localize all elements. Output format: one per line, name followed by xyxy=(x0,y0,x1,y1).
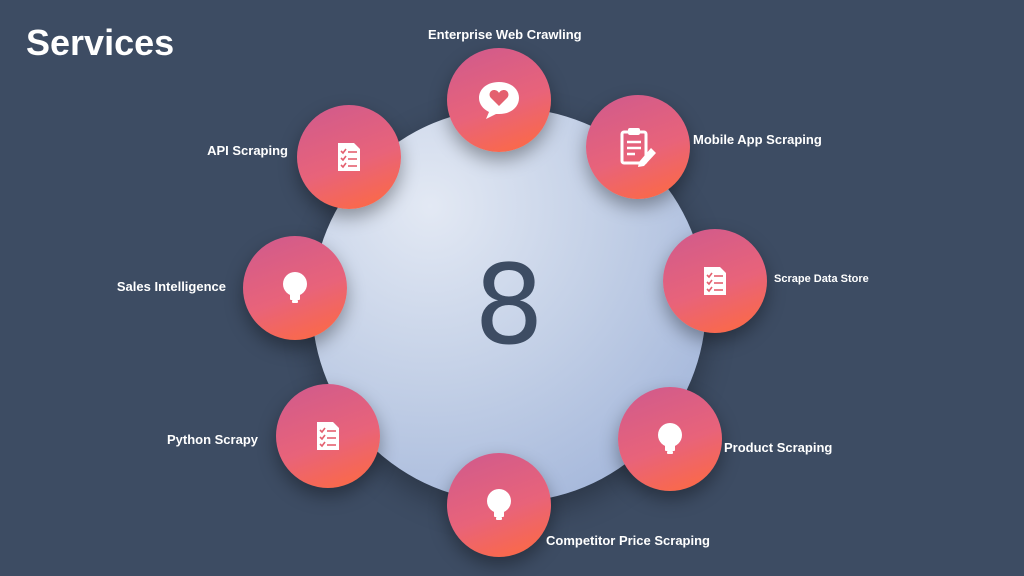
label-sales-intelligence: Sales Intelligence xyxy=(116,279,226,294)
label-product-scraping: Product Scraping xyxy=(724,440,833,455)
label-python-scrapy: Python Scrapy xyxy=(166,432,258,447)
node-sales-intelligence[interactable] xyxy=(243,236,347,340)
node-enterprise-web-crawling[interactable] xyxy=(447,48,551,152)
lightbulb-icon xyxy=(281,271,309,305)
label-mobile-app-scraping: Mobile App Scraping xyxy=(693,132,822,147)
lightbulb-icon xyxy=(485,488,513,522)
page-title: Services xyxy=(26,22,175,63)
lightbulb-icon xyxy=(656,422,684,456)
node-competitor-price-scraping[interactable] xyxy=(447,453,551,557)
heart-chat-icon xyxy=(476,79,522,121)
label-scrape-data-store: Scrape Data Store xyxy=(774,273,869,285)
node-mobile-app-scraping[interactable] xyxy=(586,95,690,199)
node-scrape-data-store[interactable] xyxy=(663,229,767,333)
checklist-document-icon xyxy=(316,421,340,451)
node-python-scrapy[interactable] xyxy=(276,384,380,488)
clipboard-pen-icon xyxy=(617,126,659,168)
checklist-document-icon xyxy=(703,266,727,296)
label-enterprise-web-crawling: Enterprise Web Crawling xyxy=(428,27,582,42)
node-product-scraping[interactable] xyxy=(618,387,722,491)
label-api-scraping: API Scraping xyxy=(207,143,288,158)
checklist-document-icon xyxy=(337,142,361,172)
label-competitor-price-scraping: Competitor Price Scraping xyxy=(546,533,710,548)
center-count: 8 xyxy=(474,241,544,369)
node-api-scraping[interactable] xyxy=(297,105,401,209)
